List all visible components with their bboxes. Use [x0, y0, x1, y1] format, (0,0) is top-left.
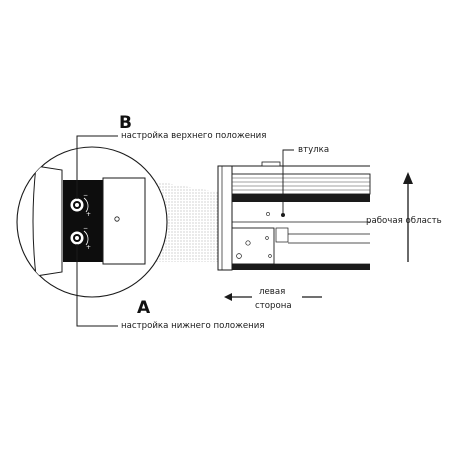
upper-minus-mark: − [83, 192, 88, 199]
marker-a: A [137, 298, 151, 318]
top-profile [231, 173, 371, 195]
housing-endcap [217, 165, 233, 271]
work-area-label: рабочая область [366, 216, 442, 226]
left-side-label-line1: левая [259, 287, 286, 297]
lower-leader-line [76, 244, 118, 327]
up-arrow-head [403, 172, 413, 184]
lower-adjust-knob [70, 230, 89, 246]
left-side-label-line2: сторона [255, 301, 292, 311]
lower-minus-mark: − [83, 225, 88, 232]
plate-hole [114, 216, 120, 222]
lower-adjust-label: настройка нижнего положения [121, 321, 265, 331]
left-endcap-part [32, 165, 63, 277]
right-plate [102, 177, 146, 265]
lower-plus-mark: + [86, 244, 91, 251]
device-housing [217, 161, 371, 271]
magnified-detail: − + − + [16, 146, 168, 298]
upper-adjust-label: настройка верхнего положения [121, 131, 267, 141]
upper-leader-line [76, 135, 118, 199]
left-arrow-head [224, 293, 232, 301]
marker-b: B [119, 113, 132, 133]
bushing-hole [281, 213, 285, 217]
top-tab [261, 161, 281, 167]
bushing-label: втулка [298, 145, 330, 155]
upper-plus-mark: + [86, 211, 91, 218]
bushing-leader-line [282, 149, 294, 213]
projection-cone [148, 180, 218, 262]
black-adjuster-block [63, 180, 103, 262]
